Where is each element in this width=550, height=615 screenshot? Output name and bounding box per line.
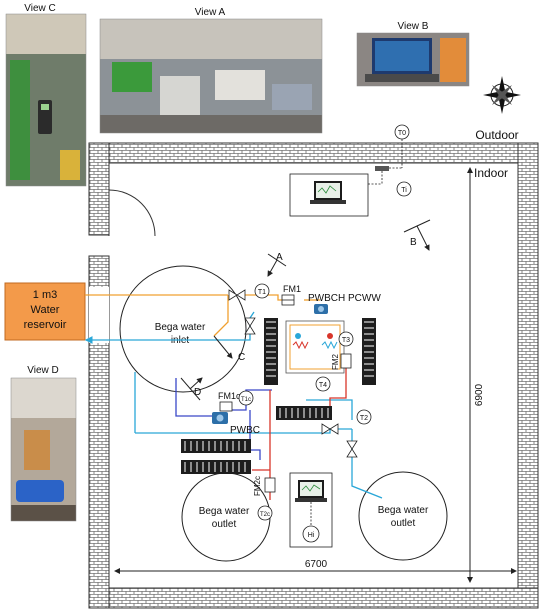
t4-label: T4 <box>319 382 327 389</box>
fm1c-label: FM1c <box>218 391 241 401</box>
sensor-t1: T1 <box>254 283 270 299</box>
pump-pw-bch-icon: PWBCH <box>308 293 345 314</box>
dimension-vertical: 6900 <box>467 167 485 583</box>
photo-view-c: View C <box>5 3 87 187</box>
view-b-label: View B <box>398 21 429 32</box>
t3-label: T3 <box>342 337 350 344</box>
fm2c-label: FM2c <box>253 476 262 496</box>
arrow-b-label: B <box>410 237 417 248</box>
view-d-label: View D <box>27 365 59 376</box>
t1-label: T1 <box>258 289 266 296</box>
sensor-ti-top: Ti <box>396 181 412 197</box>
compass-rose-icon <box>483 76 521 114</box>
ti-label: Ti <box>401 187 407 194</box>
heat-pump-pc-ww: PCWW <box>285 293 381 374</box>
sensor-t2c: T2c <box>257 505 273 521</box>
view-arrow-d: D <box>180 377 203 401</box>
arrow-c-label: C <box>238 352 245 363</box>
fm1-label: FM1 <box>283 284 301 294</box>
water-reservoir: 1 m3 Water reservoir <box>4 282 86 341</box>
pump-pw-bc-icon: PWBC <box>212 412 260 436</box>
arrow-d-label: D <box>194 387 201 398</box>
dim-6900-label: 6900 <box>474 383 485 406</box>
pw-bc-label: PWBC <box>230 425 260 436</box>
pw-bch-label: PWBCH <box>308 293 345 304</box>
valve-icons <box>228 289 358 458</box>
reservoir-label-2: Water <box>31 304 60 316</box>
outdoor-label: Outdoor <box>475 128 518 142</box>
flow-meter-fm1-icon: FM1 <box>281 284 301 306</box>
flow-meter-fm2c-icon: FM2c <box>253 476 276 496</box>
data-logger-laptop-icon <box>289 171 383 217</box>
fm2-label: FM2 <box>331 353 340 370</box>
sensor-t3: T3 <box>338 331 354 347</box>
t1c-label: T1c <box>241 397 251 403</box>
outlet-right-label-2: outlet <box>391 518 416 529</box>
dimension-horizontal: 6700 <box>114 559 517 574</box>
building-walls <box>88 142 539 609</box>
temperature-sensors: T1 T1c T2 T2c T3 T4 <box>238 283 372 521</box>
outlet-left-label-2: outlet <box>212 519 237 530</box>
view-arrow-c: C <box>213 335 245 363</box>
data-logger-laptop-bottom-icon: Hi <box>289 472 333 548</box>
sensor-t2: T2 <box>356 409 372 425</box>
t0-label: T0 <box>398 130 406 137</box>
photo-view-b: View B <box>356 21 470 87</box>
view-c-label: View C <box>24 3 56 14</box>
bega-water-outlet-right-tank: Bega water outlet <box>358 471 448 561</box>
sensor-t4: T4 <box>315 376 331 392</box>
sensor-t1c: T1c <box>238 390 254 406</box>
view-arrow-a: A <box>267 252 287 277</box>
flow-meter-fm2-icon: FM2 <box>331 353 352 370</box>
pc-ww-label: PCWW <box>348 293 381 304</box>
flow-meter-fm1c-icon: FM1c <box>218 391 241 412</box>
t2-label: T2 <box>360 415 368 422</box>
hi-label: Hi <box>308 532 315 539</box>
reservoir-label-3: reservoir <box>24 319 67 331</box>
photo-view-d: View D <box>10 365 77 522</box>
outlet-right-label-1: Bega water <box>378 505 429 516</box>
sensor-t0: T0 <box>375 124 410 171</box>
reservoir-label-1: 1 m3 <box>33 289 57 301</box>
arrow-a-label: A <box>276 252 283 263</box>
t2c-label: T2c <box>260 512 270 518</box>
outlet-left-label-1: Bega water <box>199 506 250 517</box>
inlet-label-1: Bega water <box>155 322 206 333</box>
photo-view-a: View A <box>99 7 323 134</box>
heat-exchanger-units <box>181 318 376 474</box>
indoor-label: Indoor <box>474 166 508 180</box>
bega-water-inlet-tank: Bega water inlet <box>119 265 247 393</box>
view-arrow-b: B <box>403 219 431 251</box>
pipe-network <box>84 294 383 500</box>
view-a-label: View A <box>195 7 226 18</box>
dim-6700-label: 6700 <box>305 559 328 570</box>
